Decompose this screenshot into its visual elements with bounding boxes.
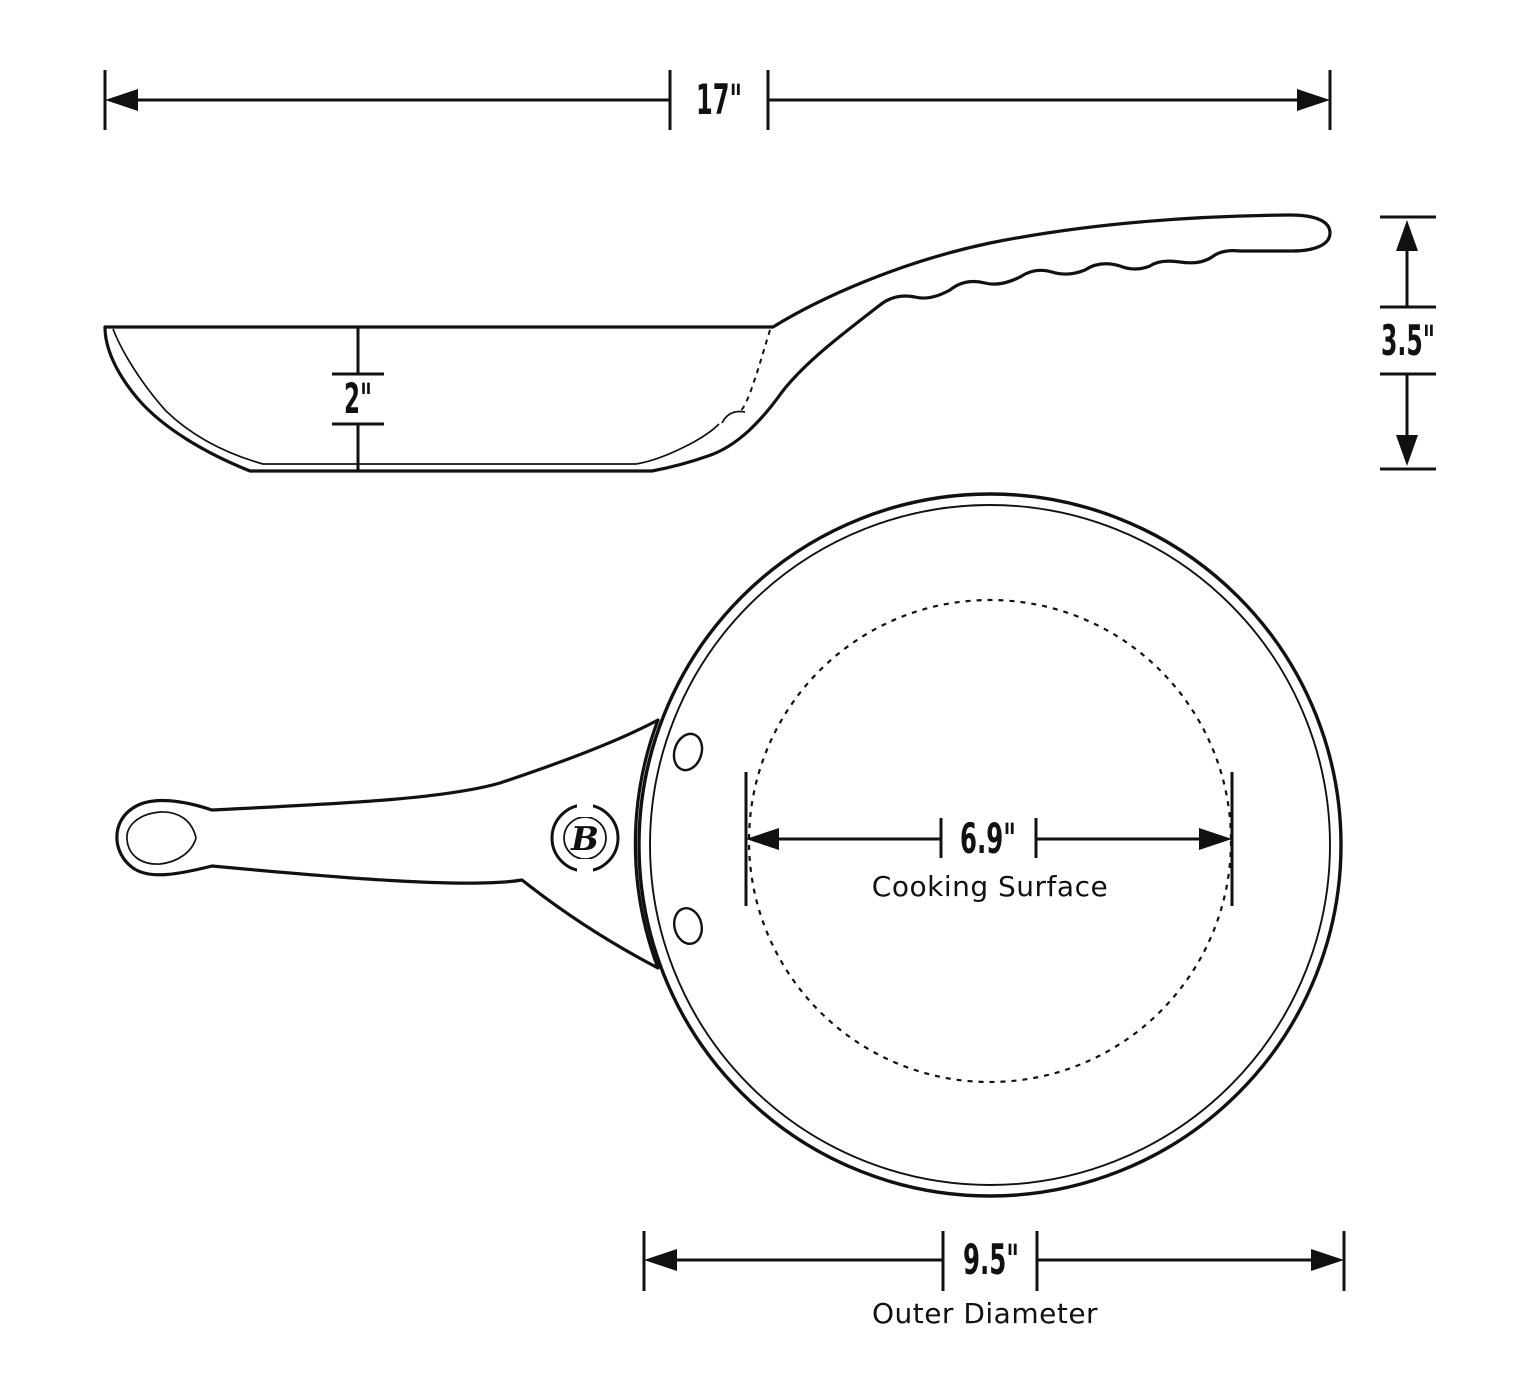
side-view-hidden-edge-dashed — [737, 329, 771, 414]
top-view-outer-rim-circle — [637, 492, 1343, 1198]
dim-overall-height: 3.5" — [1380, 215, 1436, 471]
cooking-surface-value: 6.9" — [960, 814, 1016, 863]
right-arrowhead — [1311, 1249, 1344, 1271]
up-arrowhead — [1396, 220, 1418, 251]
cooking-surface-caption: Cooking Surface — [872, 870, 1108, 903]
left-arrowhead — [746, 828, 779, 850]
handle-hanging-hole — [126, 811, 197, 865]
right-arrowhead — [1199, 828, 1232, 850]
brand-logo-medallion: B — [550, 801, 620, 875]
handle-rivet-hole-top — [672, 732, 704, 772]
side-view-inner-wall-line — [112, 328, 720, 465]
logo-letter: B — [570, 819, 599, 858]
left-arrowhead — [644, 1249, 677, 1271]
handle-rivet-hole-bottom — [672, 907, 704, 945]
side-view-pan-outline — [103, 213, 1332, 473]
left-arrowhead — [105, 89, 138, 111]
down-arrowhead — [1396, 435, 1418, 466]
dim-overall-length: 17" — [103, 70, 1332, 130]
overall-length-value: 17" — [696, 75, 742, 124]
outer-diameter-caption: Outer Diameter — [872, 1297, 1098, 1330]
dim-pan-depth: 2" — [332, 327, 384, 470]
dim-outer-diameter: 9.5" Outer Diameter — [642, 1231, 1346, 1330]
top-view-inner-rim-circle — [649, 504, 1331, 1186]
dim-cooking-surface: 6.9" Cooking Surface — [744, 772, 1234, 906]
outer-diameter-value: 9.5" — [963, 1235, 1019, 1284]
top-view-pan-drawing: B 6.9" Cooking Surface — [115, 492, 1343, 1198]
side-view-rivet-bump — [721, 410, 746, 424]
side-view-pan-drawing: 2" — [103, 213, 1332, 473]
pan-depth-value: 2" — [344, 374, 372, 423]
top-view-handle-outline — [115, 718, 660, 970]
overall-height-value: 3.5" — [1381, 316, 1435, 365]
right-arrowhead — [1297, 89, 1330, 111]
